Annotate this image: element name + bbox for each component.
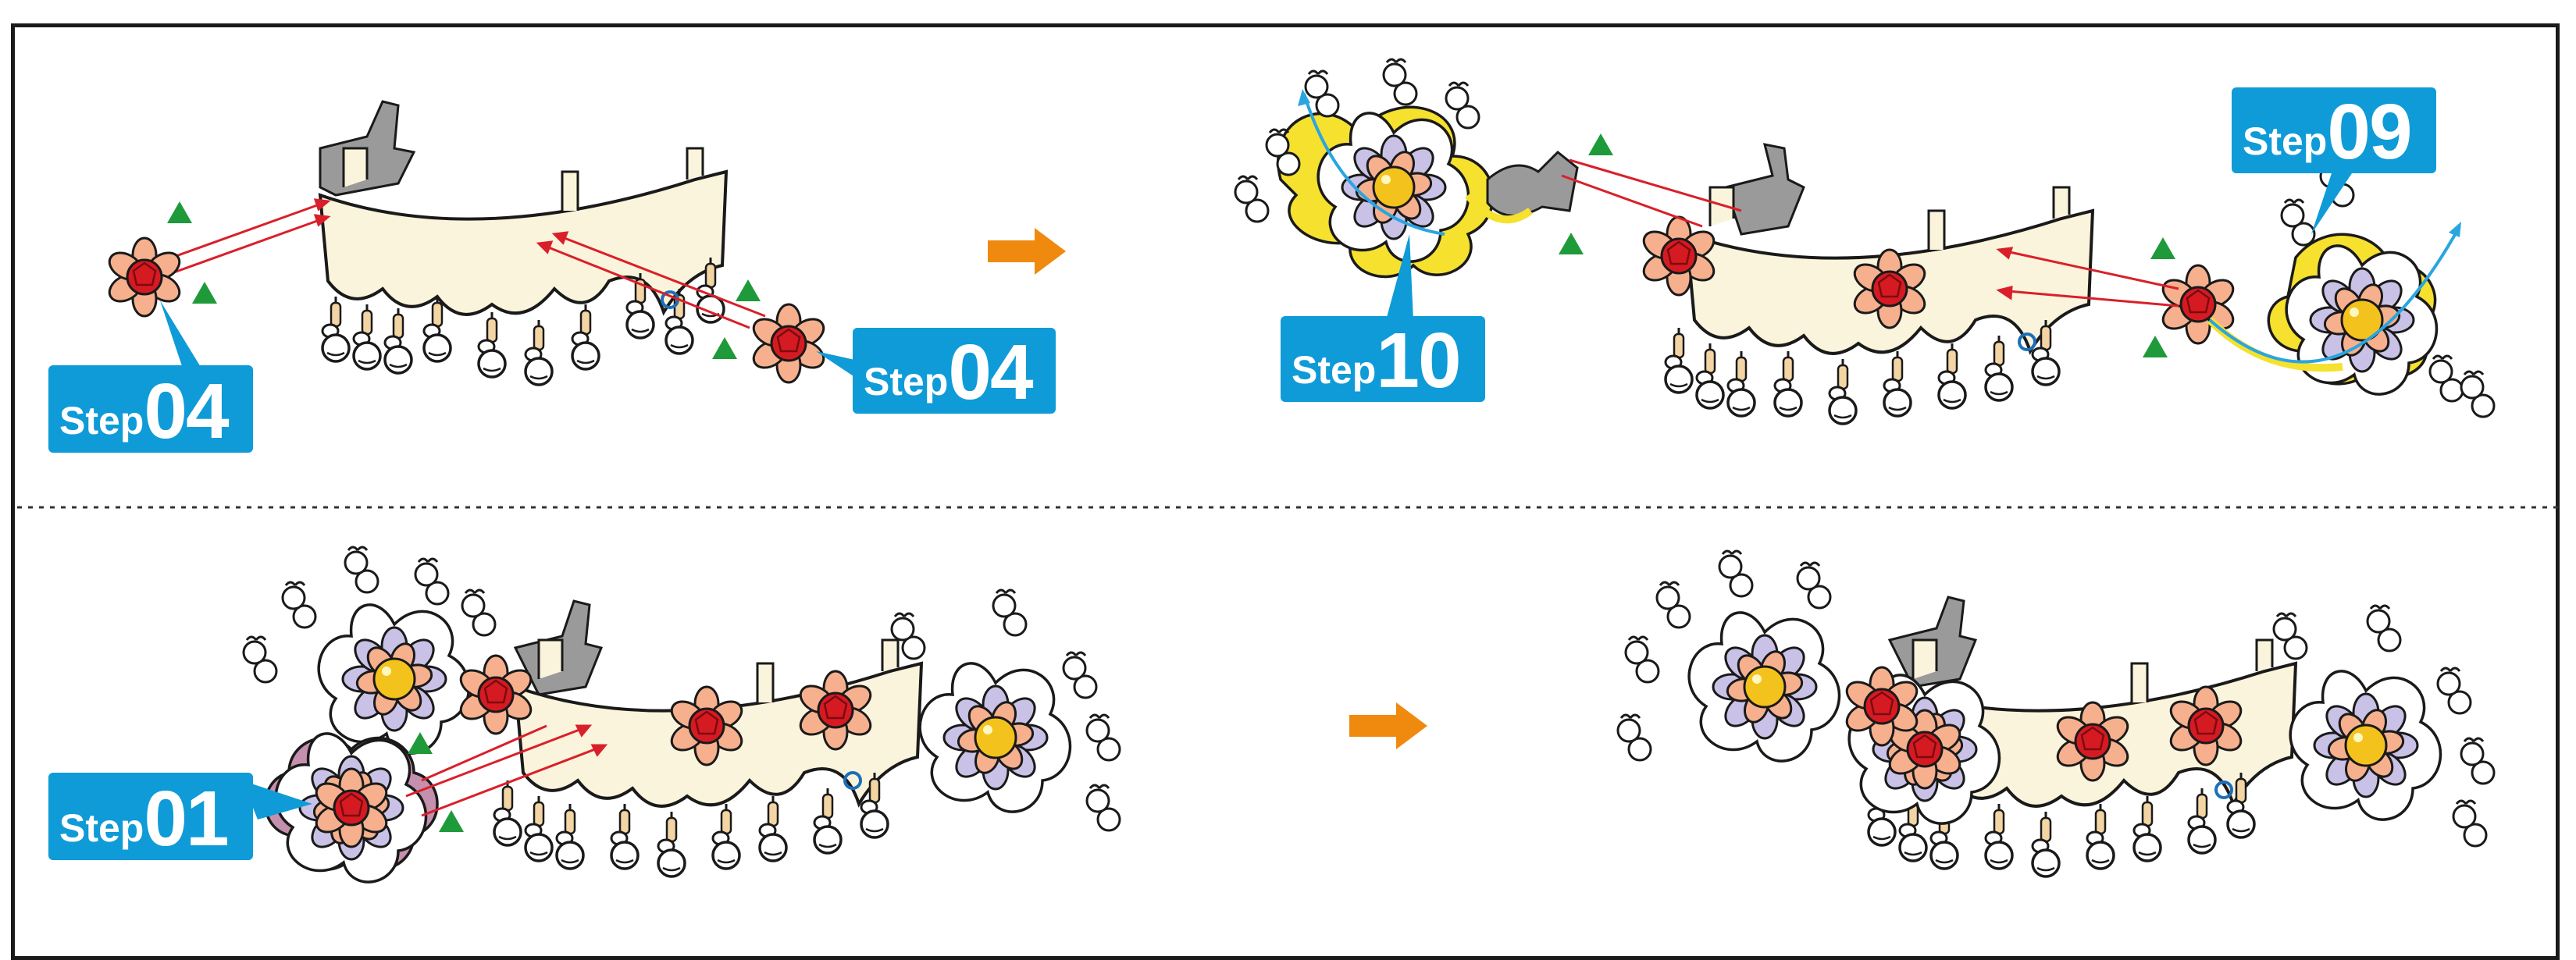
flower-bead-icon: [747, 303, 830, 384]
step-word: Step: [1292, 348, 1377, 392]
blue-ring-icon: [843, 771, 862, 790]
white-flower-cluster: [890, 588, 1121, 832]
plate-shield: [1685, 143, 2094, 355]
step-word: Step: [59, 806, 144, 850]
step-number: 10: [1376, 317, 1461, 404]
blue-ring-icon: [2018, 332, 2036, 351]
panel-top-left: [103, 100, 886, 390]
swing-curve: [1302, 93, 1445, 236]
step-number: 09: [2327, 88, 2412, 176]
plate-shield: [513, 599, 923, 808]
step-word: Step: [59, 399, 144, 443]
panel-bottom-right: [1616, 549, 2496, 878]
plate-shield: [1887, 596, 2297, 808]
badge-pointer: [242, 780, 312, 820]
white-flower-cluster: [2272, 604, 2496, 848]
mauve-flower: [264, 732, 439, 884]
badge-pointer: [160, 300, 203, 371]
white-flower-cluster: [1616, 549, 1841, 763]
plate-shield: [319, 100, 728, 316]
yellow-flower-cluster: [1234, 58, 1579, 279]
mauve-flower: [1840, 666, 2001, 825]
guide-lines: [1561, 158, 2179, 308]
white-flower-cluster: [2207, 159, 2496, 418]
panel-bottom-left: [242, 546, 1121, 884]
badge-pointer: [2311, 164, 2358, 234]
flower-bead-icon: [103, 236, 186, 318]
step-number: 04: [948, 329, 1033, 416]
step-word: Step: [2243, 119, 2328, 163]
step-number: 04: [144, 368, 229, 455]
guide-lines: [171, 198, 766, 329]
badge-pointer: [1386, 234, 1413, 320]
step-word: Step: [864, 360, 949, 404]
step-number: 01: [144, 775, 229, 862]
blue-ring-icon: [2214, 780, 2233, 799]
guide-lines: [405, 724, 608, 817]
swing-curve: [2208, 226, 2461, 364]
panel-top-right: [1234, 58, 2496, 425]
arrow-right-icon: [1349, 702, 1427, 749]
arrow-right-icon: [988, 228, 1066, 275]
white-flower-cluster: [242, 546, 497, 755]
assembly-diagram: [17, 58, 2558, 884]
